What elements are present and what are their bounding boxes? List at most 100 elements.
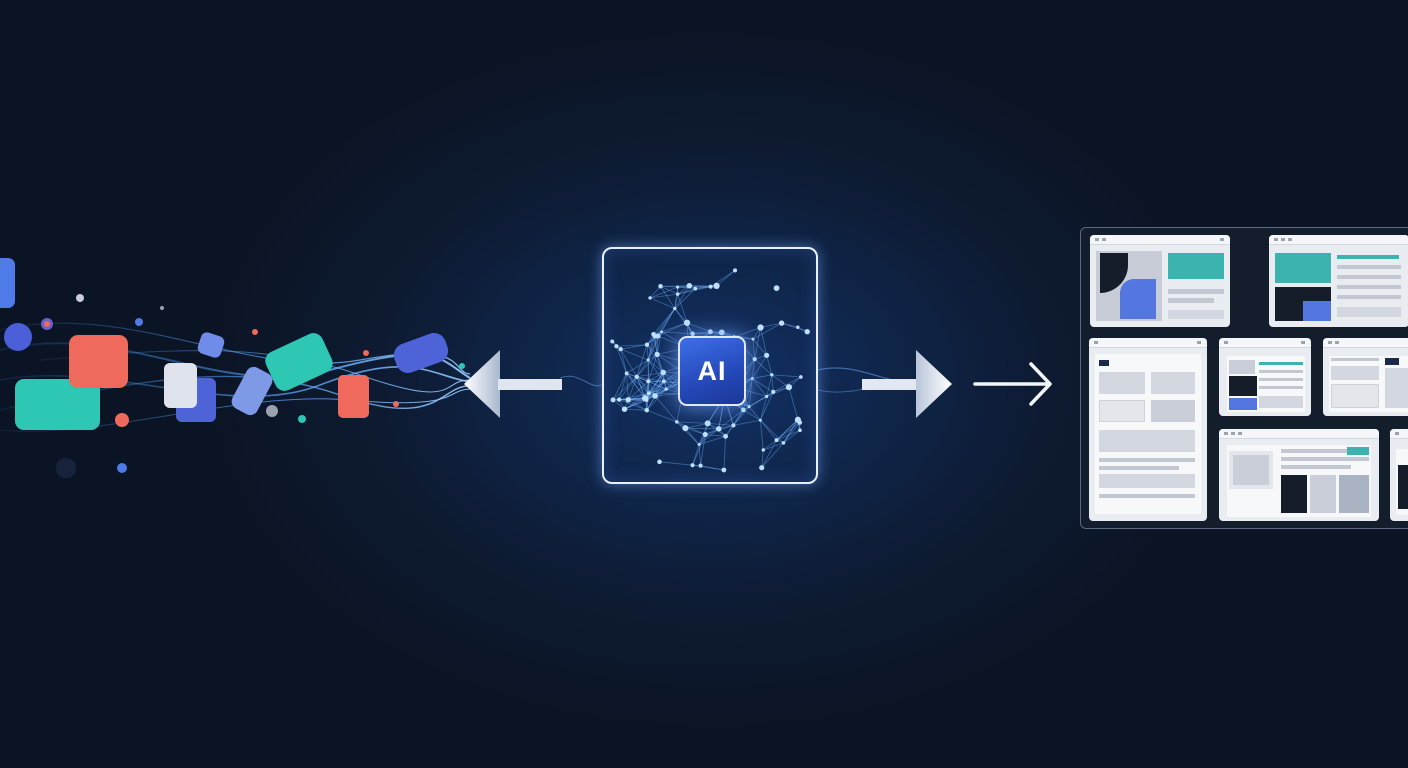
network-link <box>626 373 650 394</box>
network-link <box>718 409 744 430</box>
network-link <box>763 442 784 451</box>
network-node <box>621 406 628 412</box>
network-node <box>644 398 649 402</box>
data-block <box>197 332 225 358</box>
network-node <box>804 328 810 335</box>
network-node <box>690 331 695 337</box>
network-link <box>661 308 676 333</box>
right-arrow-icon <box>862 350 952 418</box>
network-node <box>657 459 662 465</box>
network-link <box>723 436 726 471</box>
network-link <box>761 449 764 468</box>
network-link <box>685 427 706 435</box>
network-link <box>619 397 646 400</box>
network-link <box>754 327 761 360</box>
network-link <box>644 381 665 399</box>
data-dot <box>76 294 84 302</box>
network-node <box>624 371 629 376</box>
network-link <box>636 376 664 382</box>
network-link <box>662 372 681 384</box>
network-link <box>760 419 784 444</box>
network-link <box>760 420 777 441</box>
network-link <box>707 422 734 426</box>
data-dot <box>363 350 369 356</box>
network-link <box>619 399 647 401</box>
network-node <box>799 375 803 379</box>
network-node <box>614 344 619 349</box>
network-link <box>648 388 667 394</box>
network-node <box>634 374 639 379</box>
data-dot <box>459 363 465 369</box>
network-node <box>741 407 746 413</box>
network-link <box>616 344 648 347</box>
data-block <box>164 363 197 408</box>
network-link <box>760 322 782 328</box>
network-link <box>759 391 774 421</box>
network-link <box>685 422 708 429</box>
output-ui-panel <box>1080 227 1408 529</box>
network-link <box>654 308 676 337</box>
network-link <box>771 374 790 388</box>
network-link <box>674 285 690 309</box>
network-node <box>761 448 765 452</box>
data-dot <box>117 463 127 473</box>
network-link <box>751 378 768 397</box>
ui-mockup-window <box>1390 429 1408 521</box>
network-link <box>677 286 696 289</box>
network-link <box>783 420 798 444</box>
network-node <box>616 397 622 402</box>
network-node <box>646 391 651 396</box>
data-block <box>393 333 449 373</box>
data-dot <box>298 415 306 423</box>
network-link <box>628 399 647 411</box>
network-link <box>752 338 767 356</box>
network-node <box>610 339 615 344</box>
network-node <box>698 463 703 468</box>
network-link <box>626 373 629 400</box>
network-node <box>673 306 677 311</box>
network-link <box>624 395 656 410</box>
network-node <box>660 330 663 334</box>
network-node <box>733 268 738 273</box>
network-link <box>656 331 662 355</box>
network-link <box>685 427 719 430</box>
network-link <box>660 286 676 309</box>
network-link <box>628 392 650 401</box>
network-link <box>624 397 646 410</box>
data-dot <box>252 329 258 335</box>
network-link <box>676 421 708 424</box>
network-link <box>776 422 800 441</box>
network-link <box>657 322 688 337</box>
network-link <box>620 344 648 350</box>
network-node <box>644 407 650 413</box>
network-link <box>686 322 711 333</box>
network-link <box>646 381 649 411</box>
network-link <box>781 322 798 328</box>
data-dot <box>393 401 399 407</box>
network-link <box>626 373 647 401</box>
network-link <box>759 396 768 421</box>
network-link <box>743 409 761 421</box>
network-link <box>620 348 649 361</box>
network-node <box>686 282 693 289</box>
network-link <box>773 376 802 393</box>
network-link <box>660 285 678 288</box>
ai-chip: AI <box>678 336 746 406</box>
network-node <box>675 292 680 296</box>
network-link <box>752 378 774 393</box>
network-link <box>616 346 628 374</box>
network-link <box>646 388 667 411</box>
network-node <box>764 352 770 358</box>
network-link <box>752 339 756 360</box>
network-node <box>648 296 652 300</box>
network-link <box>636 376 646 399</box>
network-link <box>620 349 628 374</box>
network-link <box>698 428 719 445</box>
network-node <box>707 329 713 335</box>
network-link <box>646 372 664 401</box>
network-node <box>618 347 623 352</box>
network-link <box>666 382 681 390</box>
network-link <box>663 381 681 384</box>
thin-right-arrow-icon <box>973 362 1052 406</box>
